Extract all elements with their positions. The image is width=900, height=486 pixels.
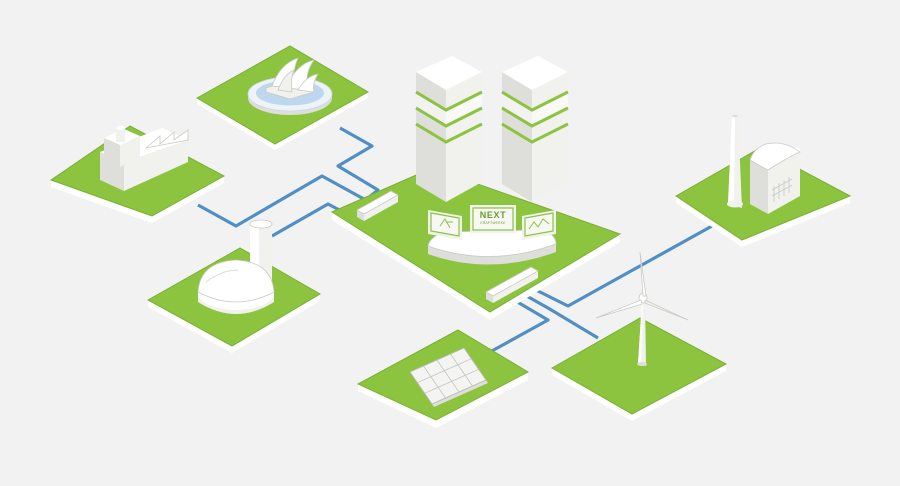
server-tower-left — [415, 56, 483, 202]
monitor-right — [522, 210, 556, 240]
biogas-tile — [146, 219, 321, 353]
central-hub-tile: NEXT KRAFTWERKE — [330, 56, 622, 320]
connection-opera-hub — [336, 126, 380, 200]
power-station-tile — [675, 114, 852, 247]
monitor-center: NEXT KRAFTWERKE — [470, 205, 516, 233]
screen-logo-sub: KRAFTWERKE — [480, 221, 505, 225]
screen-logo-main: NEXT — [480, 210, 506, 220]
solar-panel-icon — [409, 347, 488, 407]
junction-box-left — [356, 190, 399, 221]
wind-tile — [550, 251, 728, 421]
biogas-tank-icon — [197, 219, 275, 314]
data-center-icon — [415, 56, 569, 202]
solar-tile — [356, 329, 530, 428]
opera-house-icon — [247, 57, 333, 115]
server-tower-right — [501, 56, 569, 202]
opera-house-tile — [195, 45, 370, 150]
wind-turbine-icon — [595, 251, 689, 366]
chimney-plant-icon — [727, 114, 801, 214]
factory-icon — [100, 126, 189, 191]
monitor-left — [428, 210, 462, 240]
control-desk-icon: NEXT KRAFTWERKE — [427, 205, 557, 265]
factory-tile — [49, 125, 226, 223]
junction-box-right — [485, 266, 539, 303]
